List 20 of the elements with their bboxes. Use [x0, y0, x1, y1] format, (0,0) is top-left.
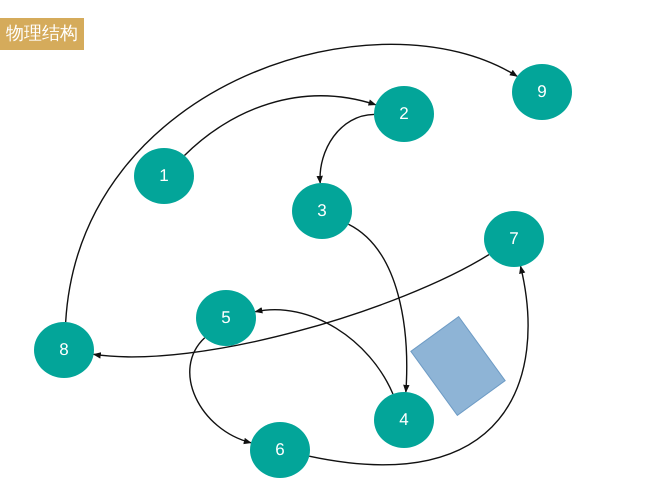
circle-node — [196, 290, 256, 346]
arrow — [189, 337, 252, 444]
title-tag: 物理结构 — [0, 18, 84, 50]
circle-node — [134, 148, 194, 204]
node-number: 9 — [537, 82, 547, 102]
node-number: 4 — [399, 410, 409, 430]
arrow — [64, 44, 518, 322]
arrow — [254, 308, 394, 394]
arrow — [92, 254, 490, 358]
node-number: 5 — [221, 308, 231, 328]
node-number: 1 — [159, 166, 169, 186]
arrow — [316, 114, 374, 184]
node-number: 8 — [59, 340, 69, 360]
node-number: 3 — [317, 201, 327, 221]
node-number: 6 — [275, 440, 285, 460]
arrow — [184, 95, 376, 156]
arrow — [348, 224, 410, 393]
arrow — [309, 266, 529, 466]
node-number: 7 — [509, 229, 519, 249]
node-number: 2 — [399, 104, 409, 124]
